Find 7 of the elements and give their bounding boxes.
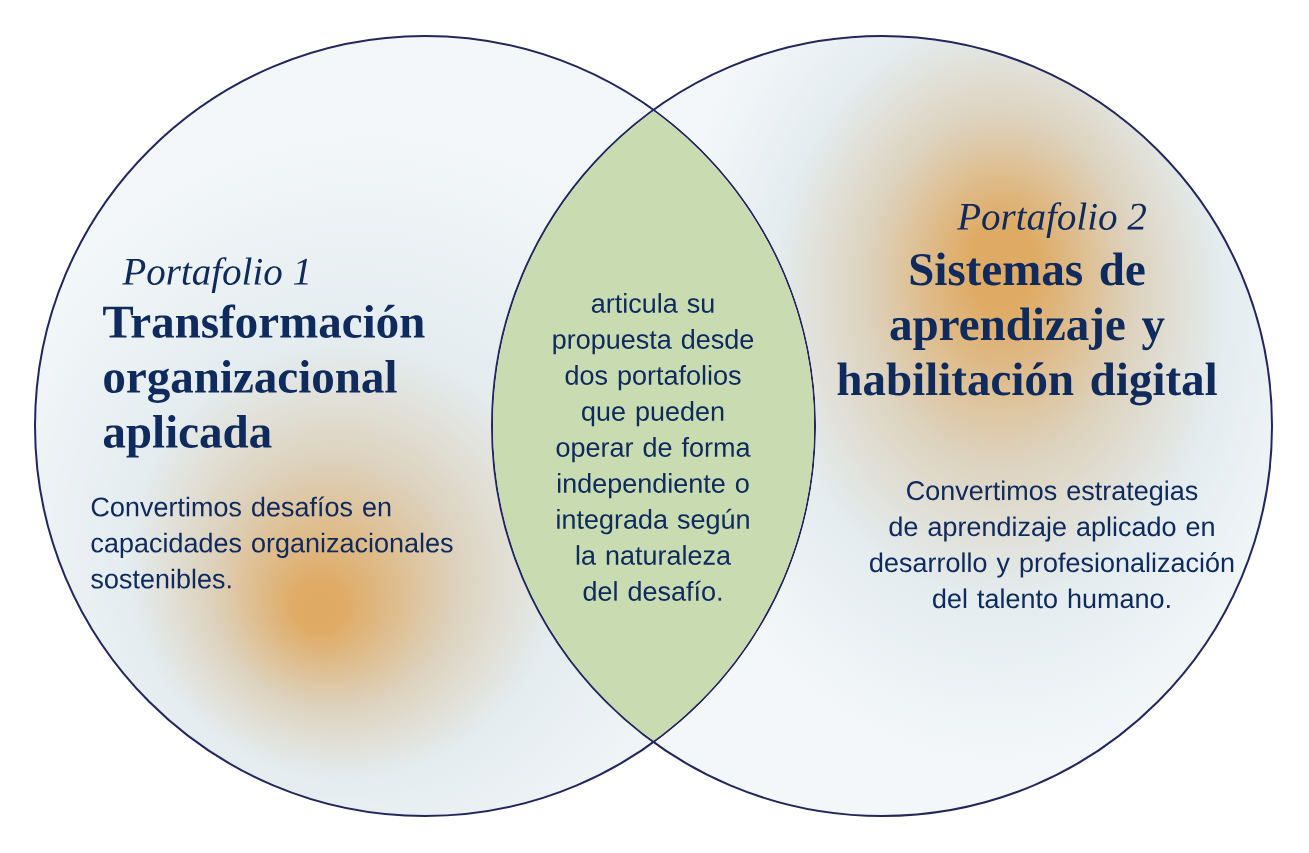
portfolio-label: Portafolio 2 [957, 202, 1146, 238]
heading: Sistemas de aprendizaje y habilitación digital [837, 252, 1217, 406]
heading: Transformación organizacional aplicada [103, 304, 425, 458]
description: Convertimos estrategias de aprendizaje aplicado en desarrollo y profesionalización del talento humano. [870, 480, 1234, 609]
overlap-region: articula su propuesta desde dos portafolios que pueden operar de forma independiente o integrada según la naturaleza del desafío. [493, 111, 814, 741]
description: Convertimos desafíos en capacidades organizacionales sostenibles. [91, 496, 453, 589]
portfolio-label: Portafolio 1 [122, 257, 308, 293]
